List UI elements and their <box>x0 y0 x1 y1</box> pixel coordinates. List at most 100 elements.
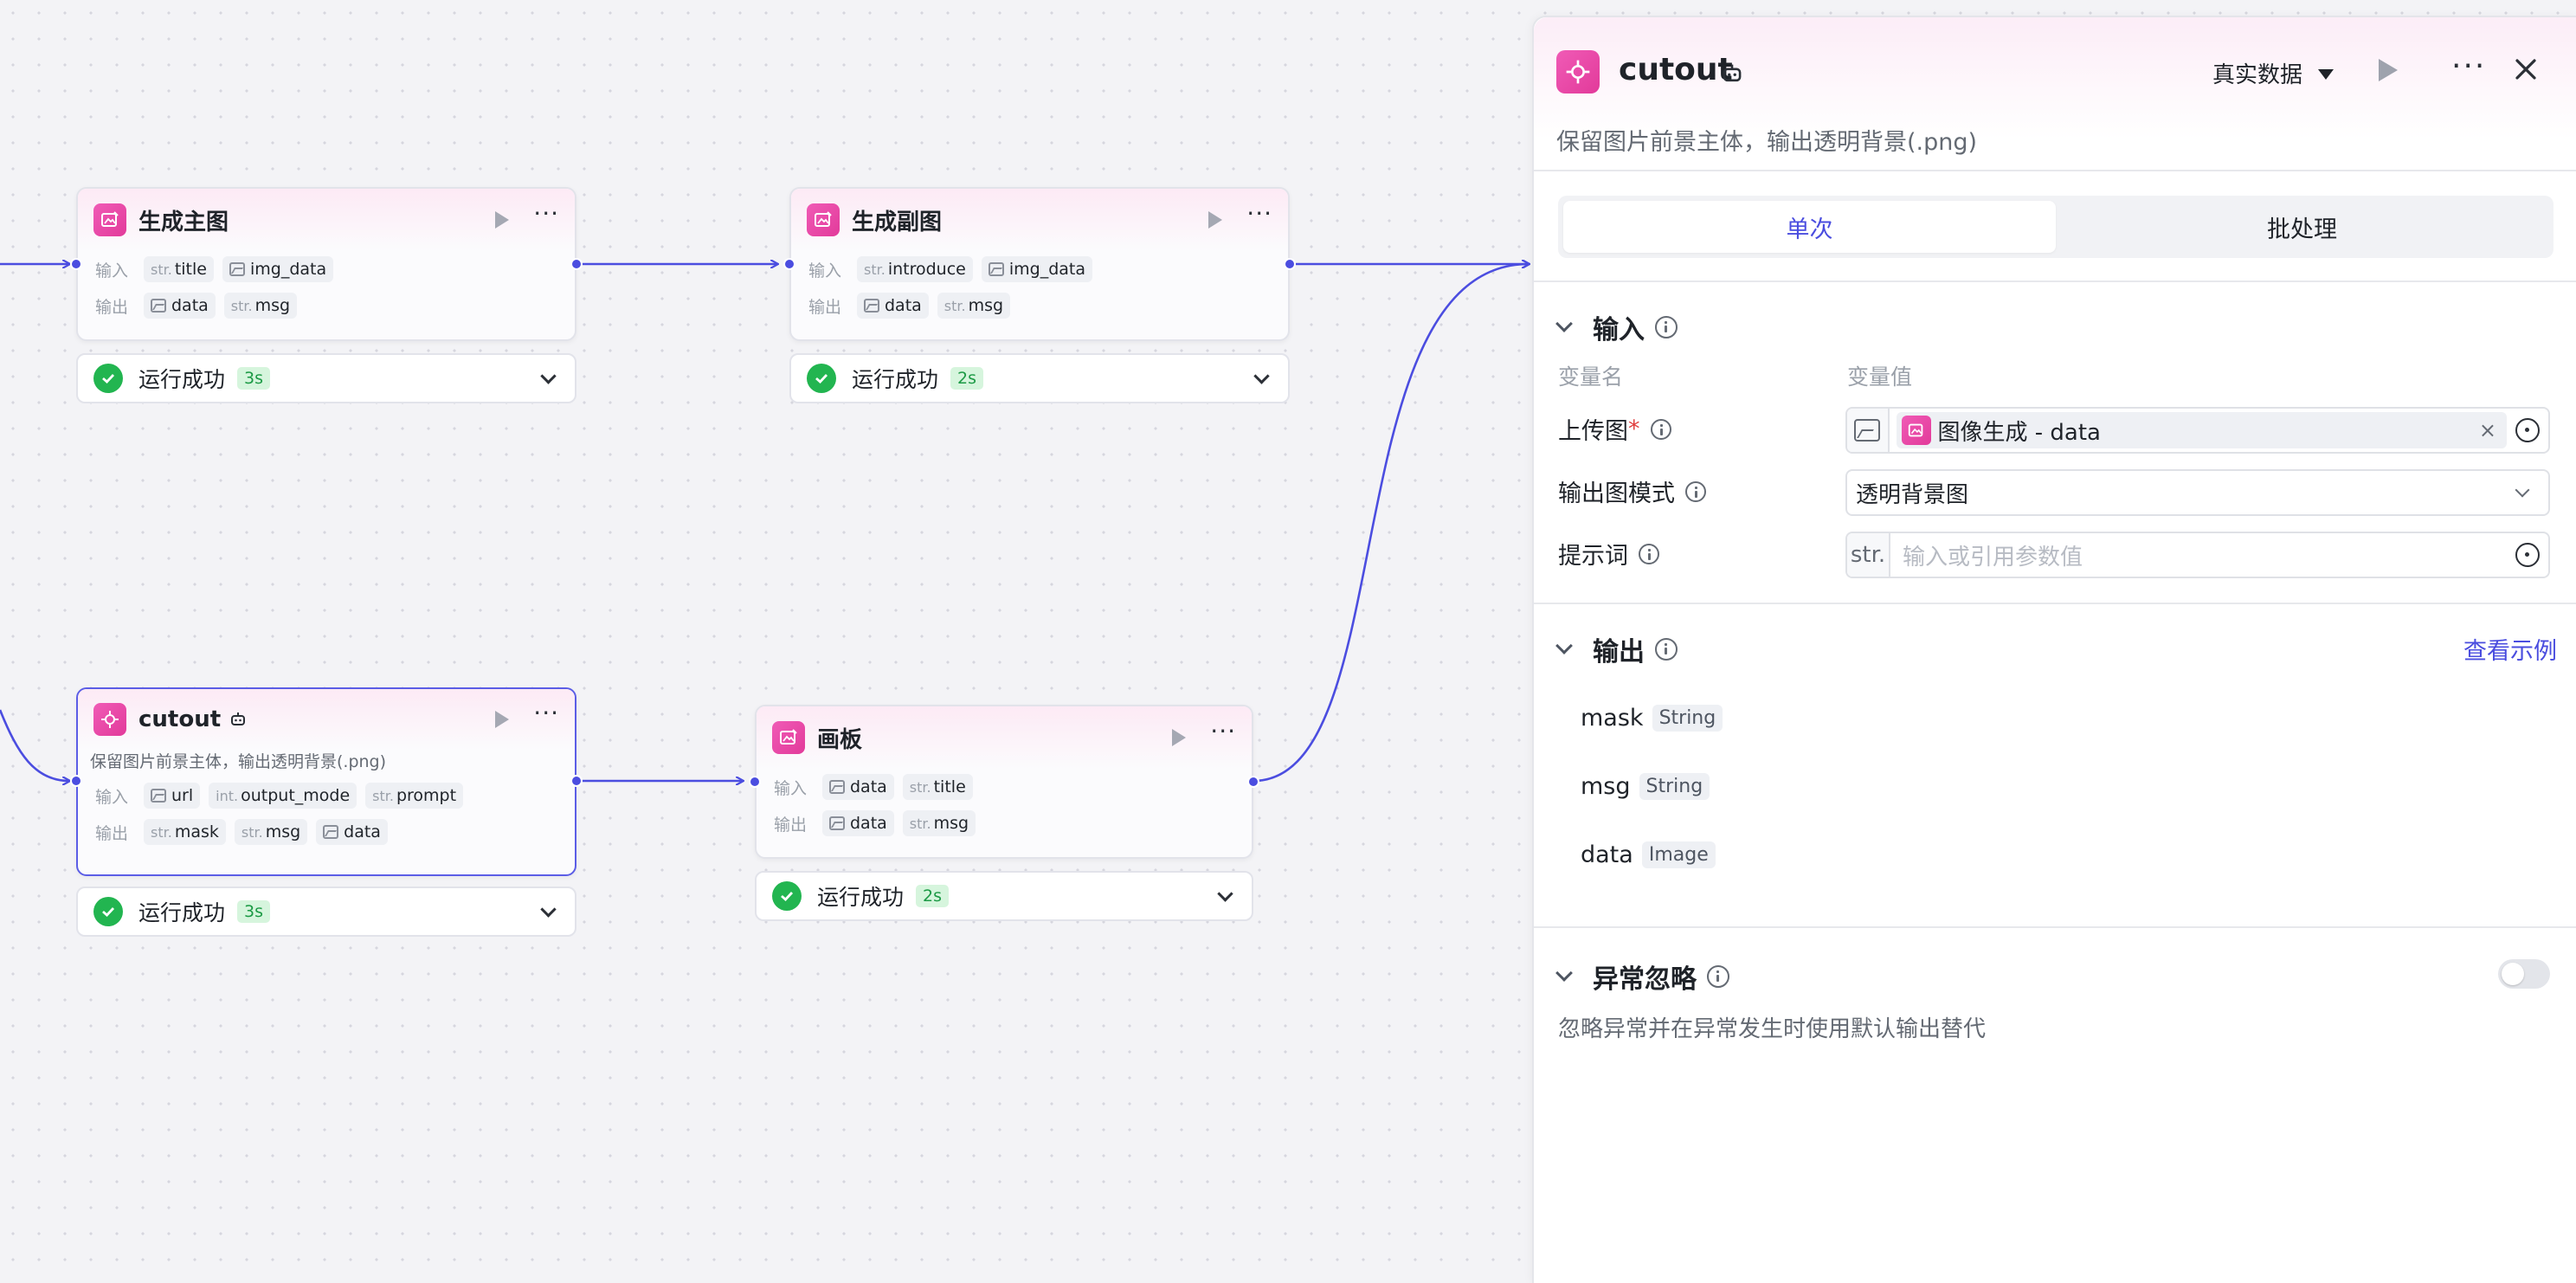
node-header: 生成主图 ··· <box>78 189 575 251</box>
outputs-label: 输出 <box>95 297 129 317</box>
clear-tag-button[interactable]: × <box>2478 418 2496 442</box>
caret-down-icon[interactable] <box>2318 69 2334 80</box>
node-title: 生成副图 <box>852 209 943 235</box>
output-item: msg String <box>1581 773 1710 800</box>
info-icon[interactable] <box>1655 316 1678 338</box>
success-check-icon <box>772 881 802 911</box>
divider <box>1534 170 2576 171</box>
input-chip: str.title <box>902 774 973 800</box>
node-sub-image[interactable]: 生成副图 ··· 输入 str.introduce img_data 输出 da… <box>783 187 1296 341</box>
cutout-icon <box>1556 50 1600 93</box>
run-node-button[interactable] <box>495 211 510 229</box>
output-port[interactable] <box>1247 776 1259 788</box>
run-node-button[interactable] <box>1172 729 1187 746</box>
divider <box>1534 926 2576 928</box>
exception-note: 忽略异常并在异常发生时使用默认输出替代 <box>1558 1016 1987 1042</box>
chevron-down-icon[interactable] <box>1555 315 1573 332</box>
input-chip: url <box>144 783 201 809</box>
close-icon[interactable] <box>2512 55 2540 83</box>
reference-variable-icon[interactable] <box>2515 543 2540 567</box>
output-port[interactable] <box>570 258 583 270</box>
tab-single[interactable]: 单次 <box>1563 201 2056 253</box>
tab-batch[interactable]: 批处理 <box>2267 216 2337 243</box>
inputs-label: 输入 <box>95 261 129 280</box>
edge-canvas-to-panel[interactable] <box>1253 264 1529 783</box>
chevron-down-icon[interactable] <box>1555 637 1573 654</box>
output-item: data Image <box>1581 841 1716 868</box>
output-chip: data <box>144 293 216 319</box>
output-section-header[interactable]: 输出 <box>1555 630 1678 668</box>
output-port[interactable] <box>1284 258 1296 270</box>
run-status-cutout[interactable]: 运行成功 3s <box>76 886 576 937</box>
chevron-down-icon[interactable] <box>2515 482 2530 498</box>
input-port[interactable] <box>783 258 795 270</box>
success-check-icon <box>93 364 123 393</box>
input-port[interactable] <box>70 775 82 787</box>
reference-variable-icon[interactable] <box>2515 418 2540 442</box>
duration-badge: 2s <box>916 885 950 907</box>
chevron-down-icon[interactable] <box>1217 885 1233 902</box>
info-icon[interactable] <box>1707 965 1729 988</box>
more-options-button[interactable]: ··· <box>1246 199 1272 228</box>
divider <box>1534 603 2576 604</box>
info-icon[interactable] <box>1685 480 1706 502</box>
mode-tabs: 单次 批处理 <box>1558 196 2553 258</box>
prompt-input[interactable]: str. 输入或引用参数值 <box>1845 532 2550 578</box>
exception-section-header[interactable]: 异常忽略 <box>1555 957 1729 996</box>
referenced-variable-tag[interactable]: 图像生成 - data × <box>1896 412 2507 448</box>
chevron-down-icon[interactable] <box>540 900 557 918</box>
run-button[interactable] <box>2379 59 2398 81</box>
node-main-image[interactable]: 生成主图 ··· 输入 str.title img_data 输出 data s… <box>70 187 583 341</box>
node-title: 生成主图 <box>138 209 229 235</box>
more-options-button[interactable]: ··· <box>2451 48 2487 84</box>
more-options-button[interactable]: ··· <box>1210 717 1236 745</box>
output-port[interactable] <box>570 775 583 787</box>
type-badge: Image <box>1641 841 1716 868</box>
more-options-button[interactable]: ··· <box>533 199 559 228</box>
input-port[interactable] <box>749 776 761 788</box>
type-badge: String <box>1639 773 1710 800</box>
data-mode-dropdown[interactable]: 真实数据 <box>2212 62 2303 88</box>
output-mode-select[interactable]: 透明背景图 <box>1845 469 2550 516</box>
output-chip: data <box>316 819 388 845</box>
input-chip: str.introduce <box>857 256 973 282</box>
chevron-down-icon[interactable] <box>540 367 557 384</box>
info-icon[interactable] <box>1650 418 1671 440</box>
inputs-label: 输入 <box>808 261 842 280</box>
input-chip: int.output_mode <box>209 783 357 809</box>
more-options-button[interactable]: ··· <box>533 699 559 727</box>
run-status-sub-image[interactable]: 运行成功 2s <box>789 353 1290 403</box>
ignore-exception-toggle[interactable] <box>2498 959 2550 989</box>
inputs-label: 输入 <box>774 778 808 798</box>
image-icon <box>1854 419 1881 442</box>
image-gen-icon <box>1901 416 1931 445</box>
node-inputs-row: 输入 str.title img_data <box>78 251 575 287</box>
edge-in-cutout[interactable] <box>0 709 69 781</box>
node-cutout[interactable]: cutout ··· 保留图片前景主体，输出透明背景(.png) 输入 url … <box>70 687 583 876</box>
run-node-button[interactable] <box>495 711 510 728</box>
upload-image-field[interactable]: 图像生成 - data × <box>1845 407 2550 454</box>
workflow-canvas[interactable]: 生成主图 ··· 输入 str.title img_data 输出 data s… <box>0 0 1534 1283</box>
image-type-icon <box>829 780 845 794</box>
info-icon[interactable] <box>1639 543 1659 564</box>
input-section-header[interactable]: 输入 <box>1555 308 1678 346</box>
input-chip: img_data <box>981 256 1092 282</box>
input-port[interactable] <box>70 258 82 270</box>
chevron-down-icon[interactable] <box>1253 367 1270 384</box>
node-canvas[interactable]: 画板 ··· 输入 data str.title 输出 data str.msg <box>749 705 1259 859</box>
status-text: 运行成功 <box>852 367 939 392</box>
plugin-robot-icon <box>231 712 246 725</box>
upload-image-label: 上传图* <box>1558 412 1671 446</box>
image-type-icon <box>829 816 845 830</box>
run-status-main-image[interactable]: 运行成功 3s <box>76 353 576 403</box>
run-node-button[interactable] <box>1208 211 1223 229</box>
run-status-canvas[interactable]: 运行成功 2s <box>755 871 1253 921</box>
status-text: 运行成功 <box>138 367 226 392</box>
node-inputs-row: 输入 str.introduce img_data <box>791 251 1288 287</box>
info-icon[interactable] <box>1655 638 1678 661</box>
view-example-link[interactable]: 查看示例 <box>2463 638 2557 665</box>
image-gen-icon <box>807 203 840 236</box>
image-type-icon <box>229 262 245 276</box>
chevron-down-icon[interactable] <box>1555 964 1573 982</box>
prompt-placeholder[interactable]: 输入或引用参数值 <box>1903 544 2083 571</box>
